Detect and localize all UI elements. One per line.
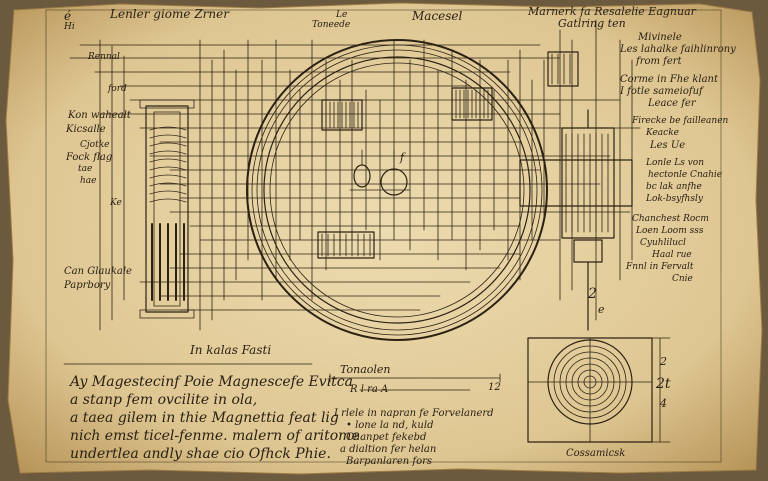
left-note-2: ford [108, 84, 127, 94]
right-note-12: bc lak anfhe [646, 182, 702, 192]
right-note-8: Keacke [646, 128, 679, 138]
mark-e: e [598, 303, 605, 316]
page-border [45, 9, 722, 463]
paper-background [5, 2, 763, 475]
bottom-center-sub: R l ra A [350, 384, 389, 395]
right-note-17: Haal rue [652, 250, 692, 260]
bottom-left-line-3: a taea gilem in thie Magnettia feat lig [70, 410, 339, 426]
inner-coil-bottom [317, 231, 375, 259]
bottom-scale-bar [329, 373, 501, 391]
left-note-8: hae [80, 176, 97, 186]
left-note-4: Kicsalle [66, 124, 106, 135]
left-note-5: Cjotke [80, 140, 110, 150]
right-note-15: Loen Loom sss [636, 226, 704, 236]
title-right-1: Marnerk fa Resalelie Eagnuar [528, 5, 696, 18]
title-right-2: Gatlring ten [558, 17, 626, 30]
center-small-1: Le [336, 10, 348, 20]
bottom-center-p3: Chanpet fekebd [346, 432, 427, 443]
bottom-center-p4: a dialtion fer helan [340, 444, 437, 455]
bottom-left-line-1: Ay Magestecinf Poie Magnescefe Evitca [70, 374, 353, 390]
bottom-center-p5: Barpanlaren fors [346, 456, 433, 467]
right-note-4: Corme in Fhe klant [620, 74, 719, 85]
right-note-16: Cyuhlilucl [640, 238, 686, 248]
right-note-18: Fnnl in Fervalt [626, 262, 694, 272]
right-note-3: from fert [636, 56, 682, 67]
right-note-6: Leace fer [648, 98, 696, 109]
right-note-7: Firecke be failleanen [632, 116, 729, 126]
bottom-center-title: Tonaolen [340, 363, 391, 376]
right-note-11: hectonle Cnahie [648, 170, 723, 180]
right-note-13: Lok-bsyfhsly [646, 194, 703, 204]
left-note-3: Kon wahealt [68, 110, 131, 121]
center-small-2: Toneede [312, 20, 351, 30]
top-left-sub: Hi [64, 22, 75, 32]
mid-label: In kalas Fasti [190, 343, 272, 357]
bottom-left-line-2: a stanp fem ovcilite in ola, [70, 392, 258, 408]
left-note-10: Can Glaukale [64, 266, 132, 277]
inner-coil-left [321, 99, 363, 131]
bottom-left-line-5: undertlea andly shae cio Ofhck Phie. [70, 446, 331, 462]
left-note-6: Fock flag [66, 152, 113, 163]
bottom-center-p1: I rlele in napran fe Forvelanerd [334, 408, 494, 419]
right-note-10: Lonle Ls von [646, 158, 705, 168]
mark-2b: 2 [660, 355, 667, 368]
right-note-1: Mivinele [638, 32, 682, 43]
mark-zt: 2t [656, 376, 671, 392]
title-left: Lenler giome Zrner [110, 7, 229, 21]
top-left-mark: é [64, 9, 72, 23]
right-note-9: Les Ue [650, 140, 686, 151]
left-note-7: tae [78, 164, 93, 174]
left-note-1: Rennal [88, 52, 120, 62]
right-note-19: Cnie [672, 274, 693, 284]
bottom-center-p2: • lone la nd, kuld [346, 420, 434, 431]
bottom-left-line-4: nich emst ticel-fenme. malern of aritome [70, 428, 360, 444]
mark-4: 4 [660, 397, 667, 410]
right-note-2: Les lahalke faihlinrony [620, 44, 736, 55]
center-small-f: f [400, 151, 405, 164]
center-bulbs [349, 149, 411, 196]
left-note-11: Paprbory [64, 280, 111, 291]
right-device [519, 51, 633, 331]
left-coil [139, 99, 195, 319]
right-note-5: I fotle sameiofuf [620, 86, 703, 97]
right-note-14: Chanchest Rocm [632, 214, 709, 224]
left-note-9: Ke [110, 198, 122, 208]
title-center: Macesel [412, 9, 463, 23]
inner-coil-right [451, 87, 493, 121]
bottom-center-nums: 12 [488, 382, 501, 393]
turbine-diagram [527, 337, 671, 443]
mark-2: 2 [588, 286, 597, 302]
turbine-caption: Cossamicsk [566, 448, 626, 459]
